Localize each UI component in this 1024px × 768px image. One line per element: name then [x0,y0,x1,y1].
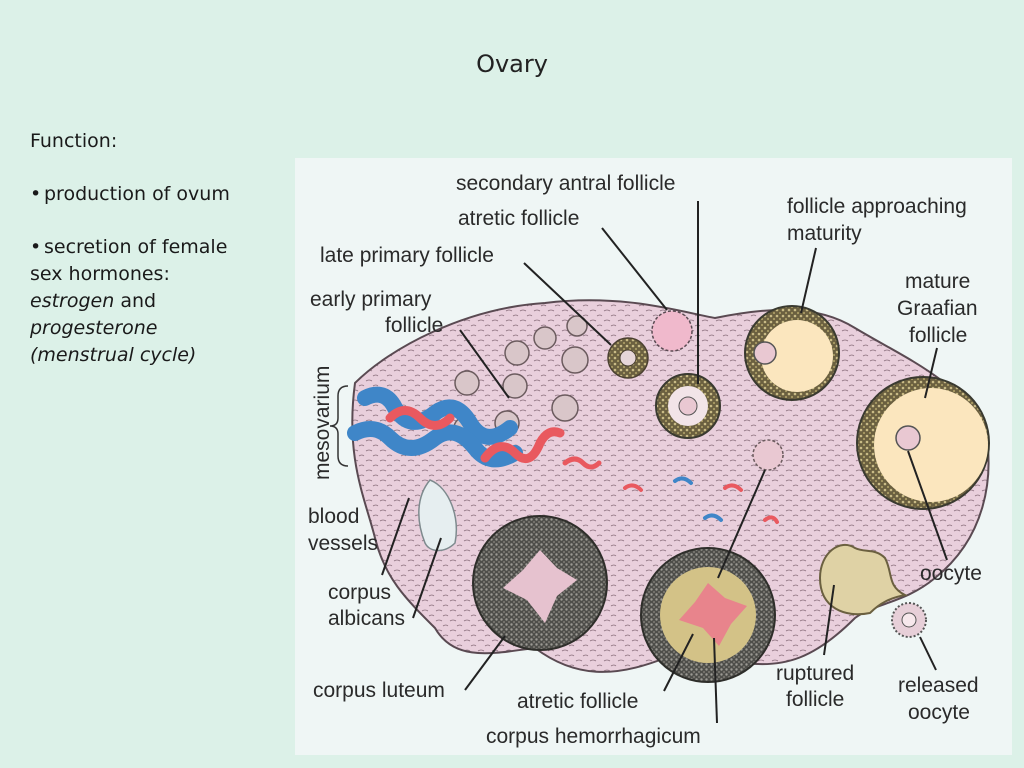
bullet-icon: • [30,236,42,258]
and-text: and [120,290,157,312]
label-follicle-approaching-line2: maturity [787,222,862,245]
bullet-icon: • [30,183,42,205]
label-ruptured-line2: follicle [786,688,844,711]
menstrual-cycle-text: (menstrual cycle) [30,344,197,366]
label-graafian-line3: follicle [909,324,967,347]
bullet-secretion-line1: secretion of female [44,236,228,258]
label-secondary-antral-follicle: secondary antral follicle [456,172,675,195]
label-follicle-approaching-line1: follicle approaching [787,195,967,218]
label-graafian-line1: mature [905,270,970,293]
bullet-secretion: •secretion of female sex hormones: estro… [30,234,285,369]
label-early-primary-line2: follicle [385,314,443,337]
label-blood-line1: blood [308,505,359,528]
ovary-diagram: secondary antral follicle atretic follic… [295,158,1012,755]
progesterone-text: progesterone [30,317,158,339]
label-atretic-follicle-bottom: atretic follicle [517,690,638,713]
function-heading: Function: [30,130,118,152]
estrogen-text: estrogen [30,290,115,312]
label-ruptured-line1: ruptured [776,662,854,685]
bullet-secretion-line2: sex hormones: [30,263,170,285]
label-graafian-line2: Graafian [897,297,978,320]
slide-title: Ovary [476,50,548,78]
mesovarium-brace [329,385,349,467]
label-released-line2: oocyte [908,701,970,724]
label-blood-line2: vessels [308,532,378,555]
function-panel: Function: •production of ovum •secretion… [30,128,285,369]
label-corpus-albicans-line1: corpus [328,581,391,604]
label-corpus-hemorrhagicum: corpus hemorrhagicum [486,725,701,748]
label-oocyte: oocyte [920,562,982,585]
label-late-primary-follicle: late primary follicle [320,244,494,267]
label-mesovarium: mesovarium [311,366,334,480]
ruptured-follicle-shape [818,543,909,616]
label-corpus-albicans-line2: albicans [328,607,405,630]
label-atretic-follicle-top: atretic follicle [458,207,579,230]
label-early-primary-line1: early primary [310,288,432,311]
label-corpus-luteum: corpus luteum [313,679,445,702]
ovary-illustration: secondary antral follicle atretic follic… [308,172,990,748]
bullet-production: •production of ovum [30,181,285,208]
label-released-line1: released [898,674,979,697]
bullet-production-text: production of ovum [44,183,230,205]
